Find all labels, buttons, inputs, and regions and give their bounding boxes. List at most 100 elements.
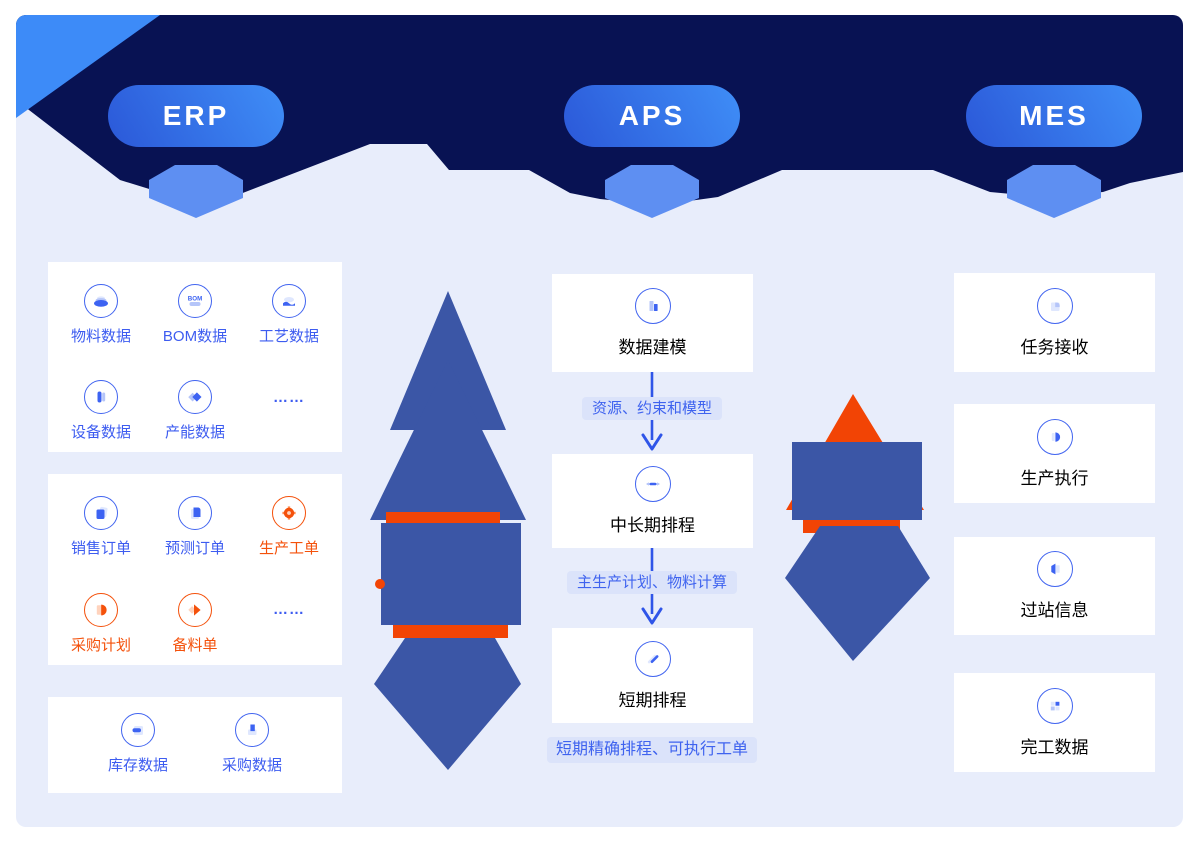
mes-down-arrow — [1007, 165, 1101, 218]
item-label: 工艺数据 — [258, 328, 319, 345]
step-label: 过站信息 — [1020, 601, 1089, 620]
aps-pill: APS — [564, 85, 740, 147]
step-label: 生产执行 — [1020, 468, 1089, 488]
tag-label: 主生产计划、物料计算 — [576, 574, 728, 591]
icon-glyph — [94, 296, 108, 307]
item-label: 采购计划 — [70, 636, 131, 654]
aps-step-midlong-scheduling: 中长期排程 — [552, 454, 753, 548]
station-info-icon — [1036, 551, 1073, 587]
item-label: 设备数据 — [70, 424, 131, 441]
completion-data-icon — [1036, 687, 1073, 724]
icon-glyph — [191, 507, 201, 519]
erp-item-purchase-plan: 采购计划 — [54, 592, 148, 666]
erp-item-more-orders: …… — [242, 593, 336, 666]
step-label: 中长期排程 — [610, 516, 695, 535]
ellipsis-text: …… — [273, 601, 305, 618]
erp-down-arrow — [149, 165, 243, 218]
short-scheduling-icon — [634, 640, 671, 677]
data-modeling-icon — [634, 288, 671, 324]
sales-order-icon — [84, 496, 118, 530]
mes-step-production-execution: 生产执行 — [954, 404, 1155, 503]
icon-glyph — [1050, 563, 1060, 575]
icon-glyph — [248, 724, 257, 735]
icon-glyph — [188, 603, 201, 616]
stock-preparation-icon — [178, 592, 212, 627]
erp-item-bom-data: BOM BOM数据 — [148, 284, 242, 356]
purchase-plan-icon — [84, 592, 118, 627]
item-label: 采购数据 — [222, 757, 283, 774]
erp-item-sales-order: 销售订单 — [54, 496, 148, 569]
erp-pill-label: ERP — [162, 100, 230, 131]
aps-flow-tag-1: 资源、约束和模型 — [581, 397, 723, 420]
erp-item-material-data: 物料数据 — [54, 284, 148, 356]
icon-glyph — [97, 391, 106, 403]
item-label: 生产工单 — [258, 540, 319, 557]
item-label: BOM数据 — [162, 328, 228, 345]
step-label: 短期排程 — [618, 690, 687, 710]
icon-glyph — [1050, 302, 1060, 311]
bom-data-icon: BOM — [178, 284, 212, 318]
mes-pill-label: MES — [1019, 100, 1089, 131]
erp-item-forecast-order: 预测订单 — [148, 496, 242, 569]
item-label: 物料数据 — [70, 328, 131, 345]
mes-step-completion-data: 完工数据 — [954, 673, 1155, 772]
capacity-data-icon — [178, 380, 212, 414]
tag-label: 资源、约束和模型 — [591, 400, 713, 417]
erp-item-equipment-data: 设备数据 — [54, 380, 148, 452]
tag-label: 短期精确排程、可执行工单 — [555, 741, 749, 758]
mes-step-task-receive: 任务接收 — [954, 273, 1155, 372]
bom-icon-text: BOM — [188, 296, 202, 303]
aps-step-short-scheduling: 短期排程 — [552, 628, 753, 723]
icon-glyph — [645, 482, 660, 486]
erp-item-more-master-data: …… — [242, 380, 336, 452]
mes-pill: MES — [966, 85, 1142, 147]
ellipsis-text: …… — [273, 388, 305, 406]
icon-glyph — [188, 392, 202, 402]
item-label: 预测订单 — [164, 540, 225, 557]
erp-item-production-workorder: 生产工单 — [242, 496, 336, 569]
inventory-data-icon — [120, 713, 155, 747]
item-label: 产能数据 — [164, 424, 225, 441]
icon-glyph — [649, 301, 658, 311]
production-execution-icon — [1036, 418, 1073, 455]
icon-glyph — [132, 726, 143, 735]
step-label: 数据建模 — [618, 338, 687, 357]
item-label: 备料单 — [172, 636, 218, 654]
icon-glyph — [283, 297, 295, 306]
production-workorder-icon — [272, 496, 306, 530]
erp-order-data-card: 销售订单 预测订单 — [48, 474, 342, 665]
icon-glyph — [1051, 431, 1060, 442]
item-label: 库存数据 — [107, 757, 168, 774]
icon-glyph — [1050, 701, 1059, 710]
erp-item-inventory-data: 库存数据 — [108, 713, 168, 793]
erp-item-stock-preparation: 备料单 — [148, 592, 242, 666]
aps-flow-tag-2: 主生产计划、物料计算 — [566, 571, 738, 594]
aps-flow-tag-3: 短期精确排程、可执行工单 — [546, 737, 758, 763]
process-data-icon — [272, 284, 306, 318]
material-data-icon — [84, 284, 118, 318]
erp-master-data-card: 物料数据 BOM BOM数据 工艺数据 — [48, 262, 342, 452]
aps-pill-label: APS — [618, 100, 686, 131]
erp-pill: ERP — [108, 85, 284, 147]
icon-glyph — [96, 604, 107, 615]
step-label: 任务接收 — [1020, 337, 1089, 357]
item-label: 销售订单 — [70, 540, 131, 557]
aps-down-arrow — [605, 165, 699, 218]
icon-glyph: BOM — [188, 296, 202, 306]
erp-item-capacity-data: 产能数据 — [148, 380, 242, 452]
aps-step-data-modeling: 数据建模 — [552, 274, 753, 372]
erp-inventory-data-card: 库存数据 采购数据 — [48, 697, 342, 793]
icon-glyph — [96, 506, 108, 519]
icon-glyph — [282, 506, 296, 520]
mes-step-station-info: 过站信息 — [954, 537, 1155, 635]
erp-item-procurement-data: 采购数据 — [222, 713, 282, 793]
infographic-canvas: ERP APS MES 物料数据 — [16, 15, 1183, 827]
erp-aps-link-graphic — [370, 291, 526, 770]
step-label: 完工数据 — [1020, 737, 1089, 757]
midlong-scheduling-icon — [634, 466, 671, 502]
erp-item-process-data: 工艺数据 — [242, 284, 336, 356]
procurement-data-icon — [235, 713, 269, 747]
aps-mes-link-graphic — [785, 394, 930, 661]
task-receive-icon — [1036, 287, 1073, 324]
